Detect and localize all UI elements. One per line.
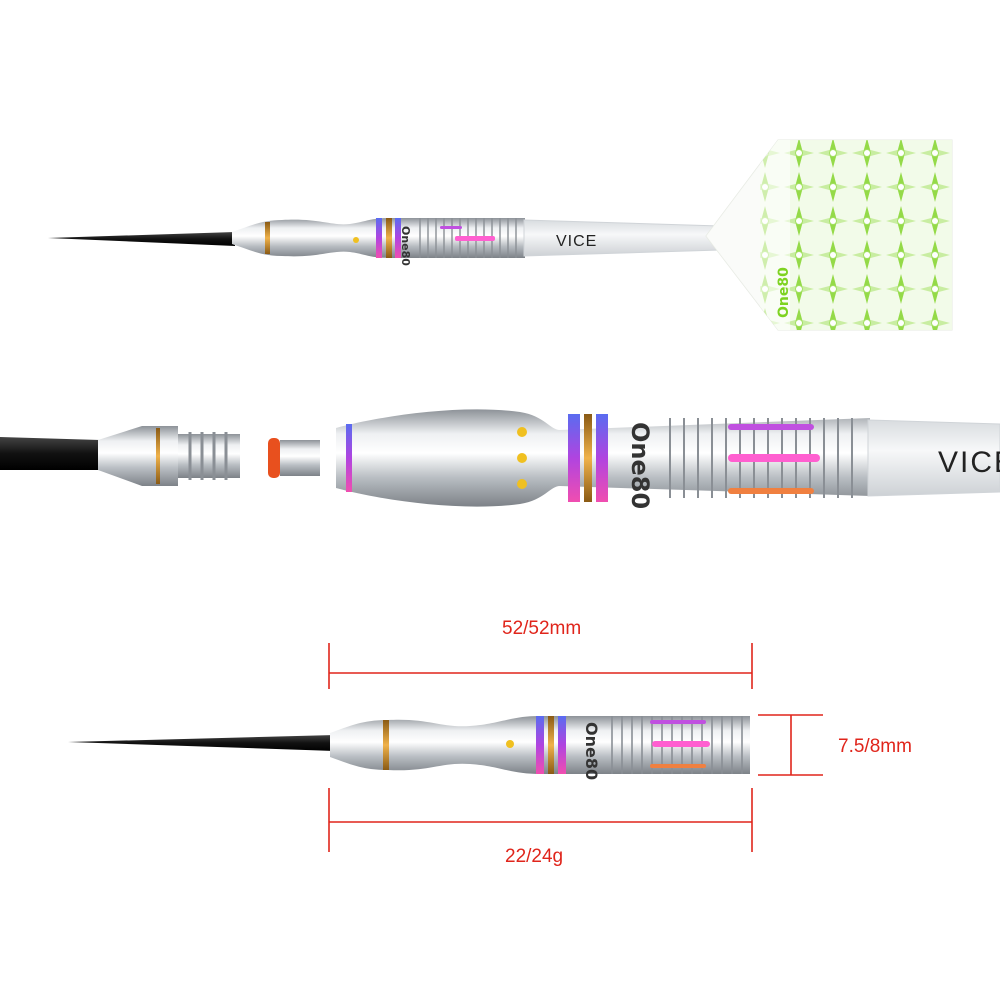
weight-label: 22/24g: [505, 846, 564, 867]
barrel-dot: [517, 479, 527, 489]
barrel-slot: [652, 741, 710, 747]
barrel-logo-closeup: One80: [626, 422, 654, 509]
length-label: 52/52mm: [502, 618, 582, 639]
flight-logo: One80: [776, 267, 792, 318]
barrel-slot: [728, 488, 814, 494]
barrel-dot: [506, 740, 514, 748]
shaft: [523, 219, 721, 257]
barrel-dot: [353, 237, 359, 243]
shaft-logo: VICE: [556, 233, 597, 250]
barrel-slot: [440, 226, 462, 229]
o-ring: [268, 438, 280, 478]
barrel-ring: [346, 424, 352, 492]
dimensioned-dart: One80: [68, 716, 750, 780]
barrel-ring: [584, 414, 592, 502]
exploded-dart: One80 VICE: [0, 409, 1000, 509]
steel-point-closeup: [0, 437, 100, 470]
barrel-slot: [455, 236, 495, 241]
barrel-ring: [568, 414, 580, 502]
o-ring-insert: [280, 440, 320, 476]
barrel-logo: One80: [399, 226, 412, 266]
barrel-ring: [536, 716, 544, 774]
barrel-logo: One80: [582, 722, 601, 780]
dimension-lines: [328, 643, 823, 852]
barrel-ring: [395, 218, 401, 258]
tip-ring: [156, 428, 160, 484]
steel-point: [68, 735, 335, 751]
barrel-slot: [728, 454, 820, 462]
barrel-ring: [548, 716, 554, 774]
barrel-slot: [650, 764, 706, 768]
barrel-grip-closeup: [669, 418, 853, 498]
barrel-ring: [265, 222, 270, 254]
barrel-slot: [650, 720, 706, 724]
tip-cone: [98, 426, 178, 486]
barrel-ring: [558, 716, 566, 774]
diameter-label: 7.5/8mm: [838, 736, 912, 757]
barrel-ring: [376, 218, 382, 258]
steel-point: [48, 232, 235, 246]
assembled-dart: One80 VICE One80: [48, 139, 953, 331]
thread-screw: [178, 434, 240, 478]
barrel-grip: [419, 218, 517, 258]
barrel-ring: [596, 414, 608, 502]
barrel-slot: [728, 424, 814, 430]
flight: One80: [705, 139, 953, 331]
shaft-closeup: [867, 419, 1000, 497]
barrel-dot: [517, 427, 527, 437]
barrel-dot: [517, 453, 527, 463]
barrel-ring: [386, 218, 392, 258]
barrel-ring: [383, 720, 389, 770]
shaft-logo-closeup: VICE: [938, 446, 1000, 479]
